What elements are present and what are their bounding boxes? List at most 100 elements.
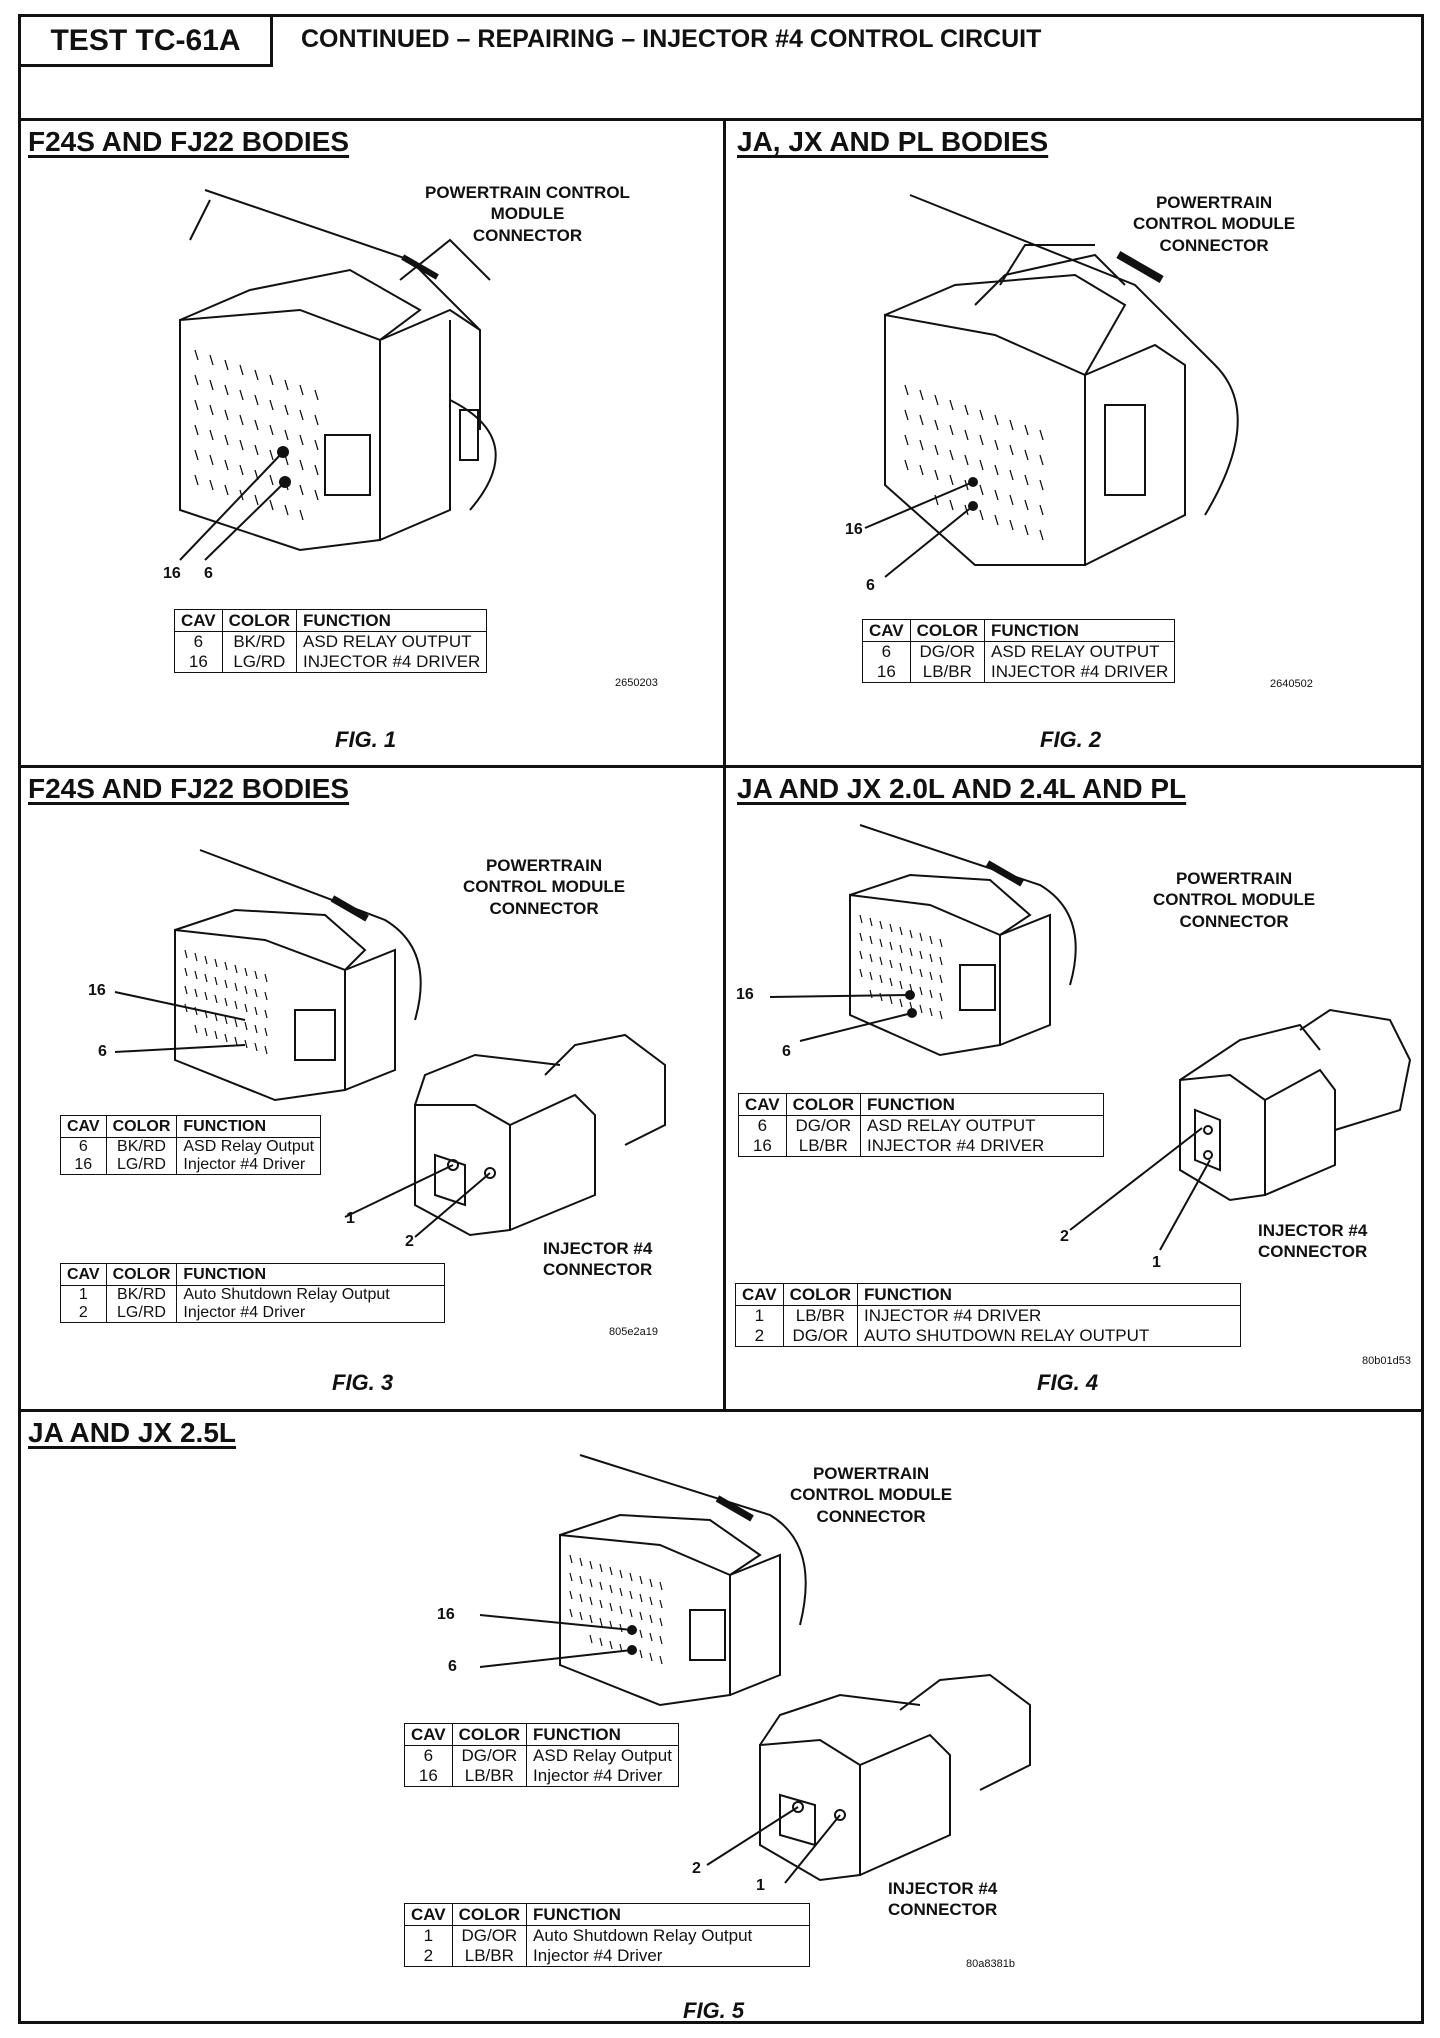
- pin-label: 2: [1060, 1228, 1069, 1245]
- injector-connector-illustration: [344, 1033, 666, 1238]
- figure-code: 80a8381b: [966, 1958, 1015, 1970]
- cav-value: 1: [78, 1286, 88, 1303]
- function-value: Auto Shutdown Relay Output: [183, 1286, 390, 1303]
- color-value: BK/RD: [117, 1286, 166, 1303]
- color-value: BK/RD: [117, 1138, 166, 1155]
- figure-caption: FIG. 1: [335, 727, 397, 752]
- cav-value: 6: [78, 1138, 88, 1155]
- col-header: FUNCTION: [857, 1283, 1242, 1306]
- pin-label: 16: [163, 565, 181, 582]
- function-value: AUTO SHUTDOWN RELAY OUTPUT: [864, 1326, 1150, 1345]
- figure-caption: FIG. 4: [1037, 1370, 1099, 1395]
- function-value: Injector #4 Driver: [533, 1946, 663, 1965]
- cav-value: 16: [876, 662, 896, 681]
- col-header: FUNCTION: [296, 609, 488, 632]
- col-header: FUNCTION: [526, 1903, 811, 1926]
- color-value: LB/BR: [795, 1306, 845, 1325]
- col-header: CAV: [404, 1723, 453, 1746]
- function-value: Injector #4 Driver: [183, 1156, 306, 1173]
- col-header: COLOR: [782, 1283, 859, 1306]
- col-header: FUNCTION: [176, 1263, 446, 1286]
- page-title: CONTINUED – REPAIRING – INJECTOR #4 CONT…: [301, 25, 1042, 53]
- figure-code: 805e2a19: [609, 1326, 658, 1338]
- cav-value: 16: [752, 1136, 772, 1155]
- col-header: CAV: [60, 1115, 107, 1138]
- col-header: COLOR: [451, 1903, 528, 1926]
- pin-label: 6: [98, 1043, 107, 1060]
- col-header: CAV: [862, 619, 911, 642]
- pcm-connector-illustration: [769, 824, 1077, 1057]
- pin-label: 2: [692, 1860, 701, 1877]
- color-value: DG/OR: [461, 1746, 518, 1765]
- function-value: ASD RELAY OUTPUT: [991, 642, 1160, 661]
- function-value: ASD Relay Output: [533, 1746, 672, 1765]
- col-header: FUNCTION: [526, 1723, 679, 1746]
- cav-value: 6: [423, 1746, 434, 1765]
- cav-value: 16: [74, 1156, 93, 1173]
- col-header: COLOR: [451, 1723, 528, 1746]
- col-header: CAV: [738, 1093, 787, 1116]
- pin-label: 1: [756, 1877, 765, 1894]
- color-value: DG/OR: [792, 1326, 849, 1345]
- injector-connector-illustration: [1069, 1008, 1412, 1251]
- col-header: CAV: [404, 1903, 453, 1926]
- pcm-connector-illustration: [479, 1454, 807, 1707]
- color-value: LB/BR: [798, 1136, 848, 1155]
- connector-label: POWERTRAIN CONTROL MODULE CONNECTOR: [463, 856, 626, 918]
- pin-label: 2: [405, 1233, 414, 1250]
- function-value: INJECTOR #4 DRIVER: [991, 662, 1169, 681]
- color-value: DG/OR: [795, 1116, 852, 1135]
- pin-label: 16: [88, 982, 106, 999]
- pin-label: 16: [437, 1606, 455, 1623]
- function-value: ASD RELAY OUTPUT: [303, 632, 472, 651]
- color-value: LB/BR: [922, 662, 972, 681]
- cav-value: 6: [757, 1116, 768, 1135]
- cav-value: 1: [423, 1926, 434, 1945]
- divider: [18, 765, 1424, 768]
- color-value: DG/OR: [919, 642, 976, 661]
- pin-label: 16: [736, 986, 754, 1003]
- figure-caption: FIG. 3: [332, 1370, 394, 1395]
- pcm-connector-illustration: [864, 194, 1239, 578]
- function-value: ASD Relay Output: [183, 1138, 315, 1155]
- col-header: CAV: [60, 1263, 107, 1286]
- col-header: COLOR: [785, 1093, 862, 1116]
- divider: [723, 118, 726, 1411]
- injector-connector-illustration: [706, 1673, 1031, 1884]
- pin-label: 6: [204, 565, 213, 582]
- injector-label: INJECTOR #4 CONNECTOR: [543, 1239, 653, 1280]
- cav-value: 2: [78, 1304, 88, 1321]
- divider: [18, 1409, 1424, 1412]
- color-value: LG/RD: [233, 652, 286, 671]
- cav-value: 2: [423, 1946, 434, 1965]
- col-header: COLOR: [105, 1263, 178, 1286]
- color-value: LB/BR: [464, 1946, 514, 1965]
- color-value: LG/RD: [117, 1304, 166, 1321]
- cav-value: 16: [188, 652, 208, 671]
- function-value: Injector #4 Driver: [183, 1304, 306, 1321]
- col-header: COLOR: [909, 619, 986, 642]
- pin-label: 6: [448, 1658, 457, 1675]
- figure-code: 2650203: [615, 677, 658, 689]
- pcm-connector-illustration: [114, 849, 422, 1102]
- page-frame: TEST TC-61A CONTINUED – REPAIRING – INJE…: [18, 14, 1424, 2024]
- pin-label: 1: [1152, 1254, 1161, 1271]
- function-value: ASD RELAY OUTPUT: [867, 1116, 1036, 1135]
- col-header: COLOR: [221, 609, 298, 632]
- section-title: F24S AND FJ22 BODIES: [28, 126, 350, 157]
- pin-label: 1: [346, 1210, 355, 1227]
- function-value: INJECTOR #4 DRIVER: [867, 1136, 1045, 1155]
- col-header: FUNCTION: [984, 619, 1176, 642]
- figure-caption: FIG. 5: [683, 1998, 745, 2023]
